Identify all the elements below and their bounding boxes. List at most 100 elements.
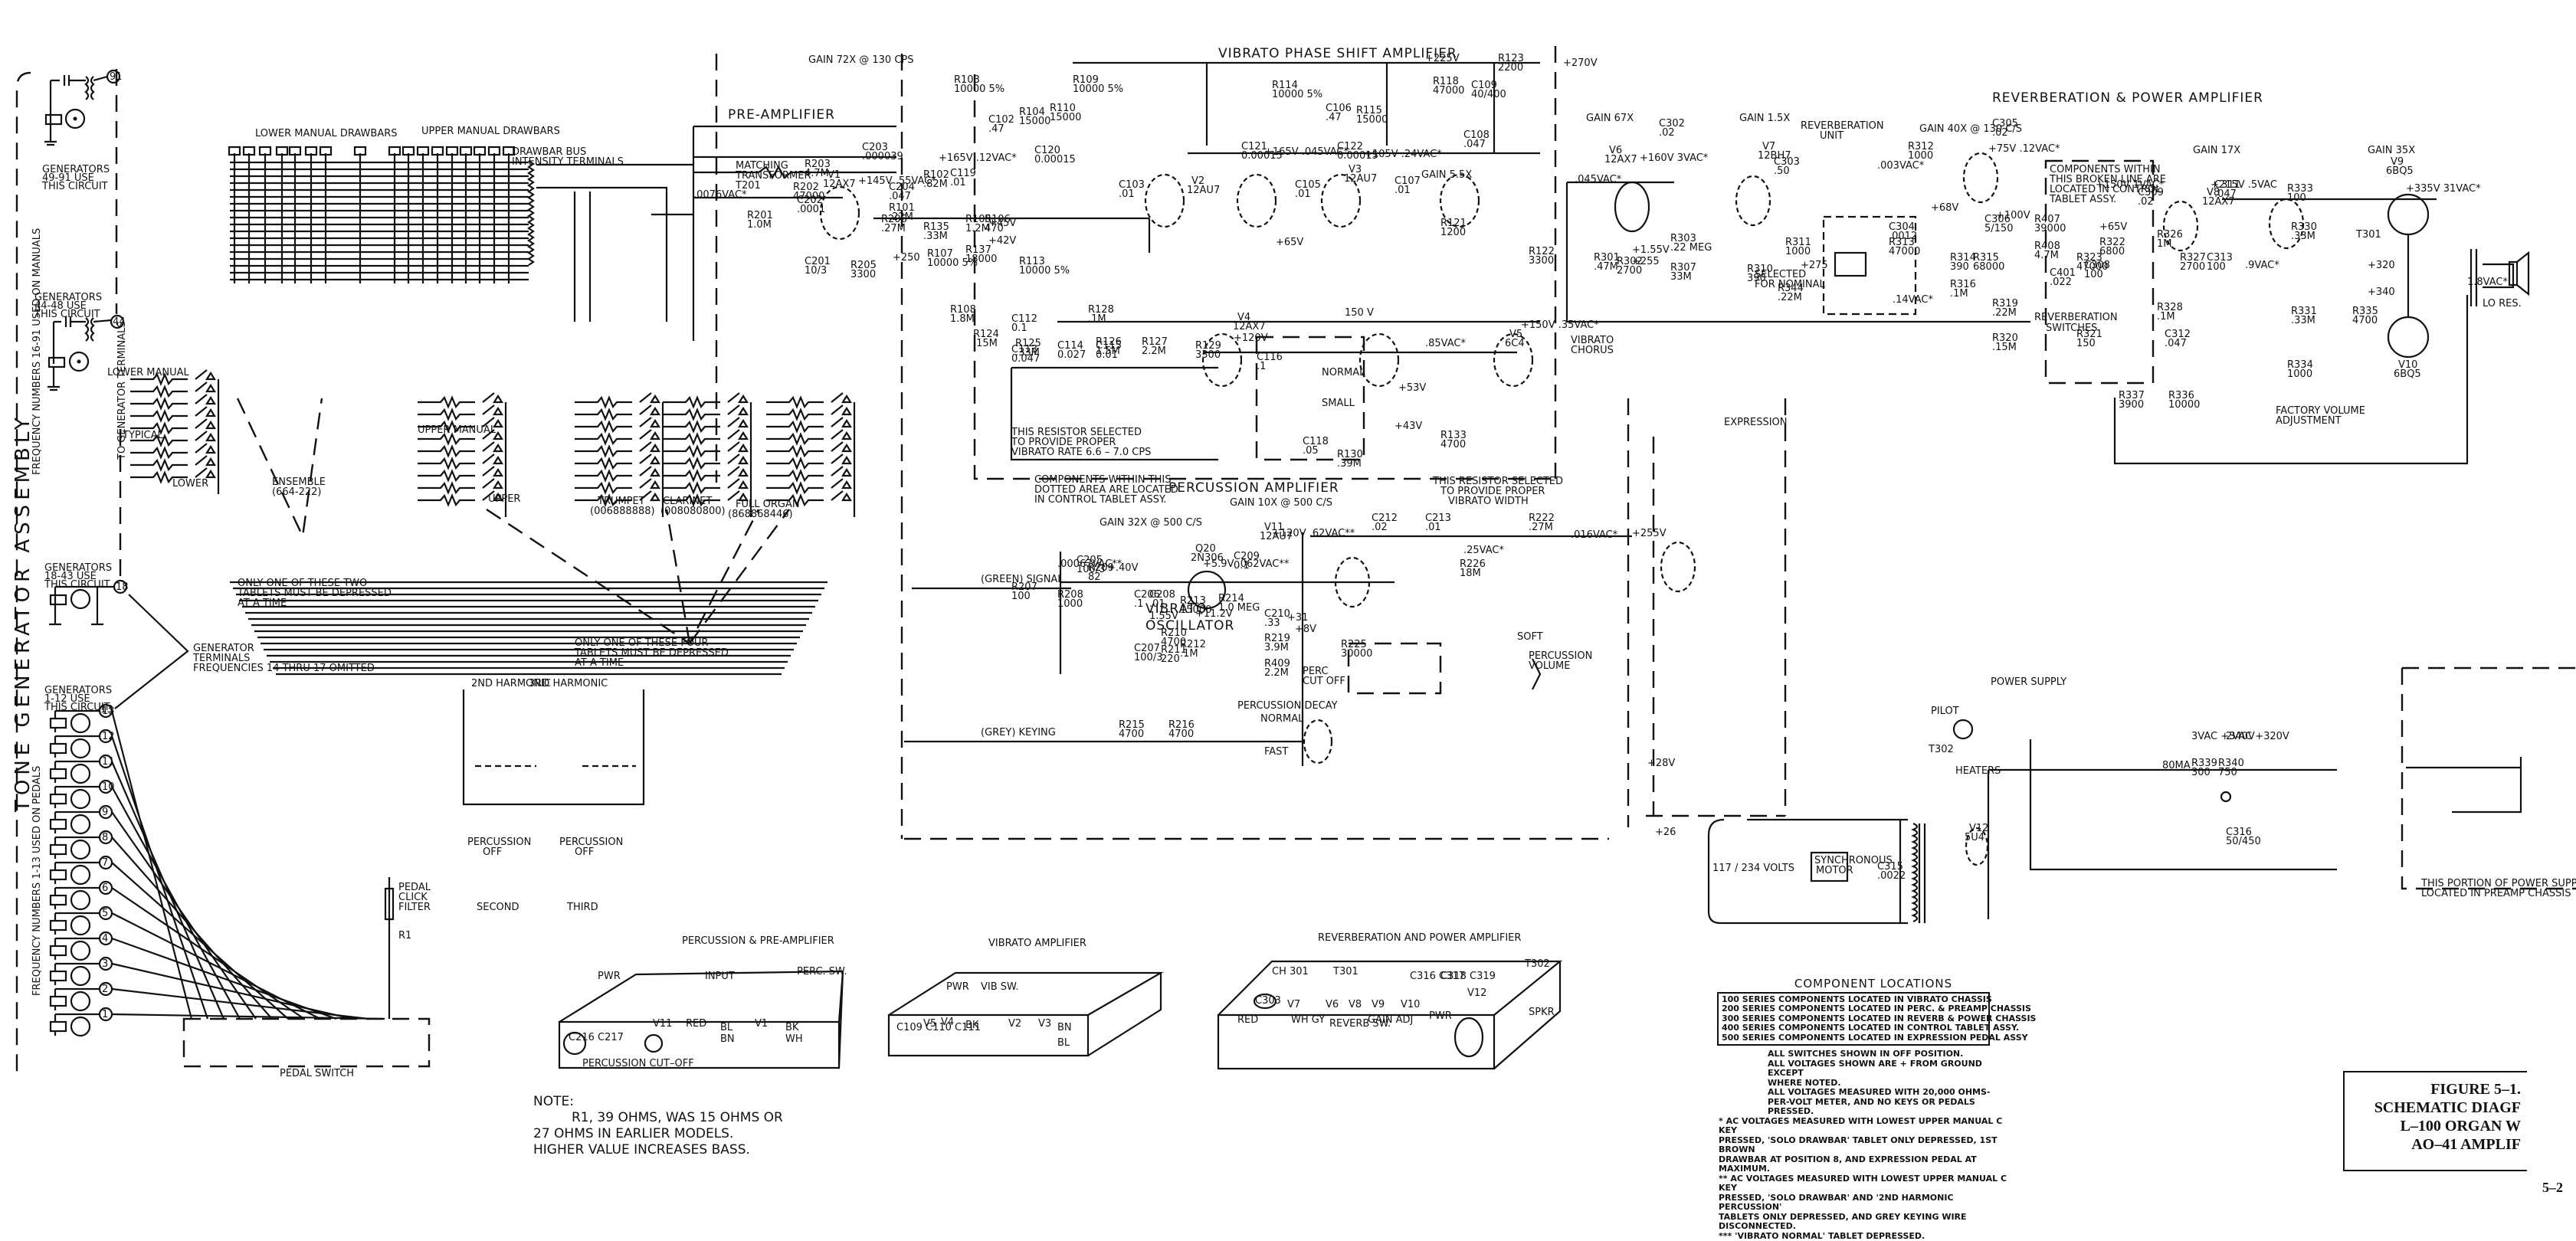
generator-circuit-label: THIS CIRCUIT: [34, 309, 100, 320]
series-table: 100 SERIES COMPONENTS LOCATED IN VIBRATO…: [1717, 992, 1990, 1046]
component-value: .047: [1463, 139, 1486, 150]
percussion-decay-normal: NORMAL: [1260, 713, 1304, 725]
pre-amplifier-title: PRE-AMPLIFIER: [728, 107, 835, 123]
chassis-part-label: PWR: [598, 971, 621, 982]
component-value: .50: [1774, 165, 1790, 177]
component-value: 15000: [1019, 116, 1050, 127]
factory-volume-label-2: ADJUSTMENT: [2276, 415, 2342, 427]
footnote: TABLETS ONLY DEPRESSED, AND GREY KEYING …: [1719, 1213, 2019, 1223]
freq-pedals-label: FREQUENCY NUMBERS 1-13 USED ON PEDALS: [31, 766, 43, 996]
component-value: .000039: [862, 151, 903, 162]
voltage-label: +5.9V .062VAC**: [1203, 558, 1290, 570]
gen-terminal-pointer: [115, 594, 188, 709]
component-value: .0001: [797, 204, 825, 215]
chassis-part-label: V6: [1326, 999, 1339, 1010]
chassis-part-label: V5: [923, 1018, 936, 1030]
component-value: 4700: [1119, 729, 1144, 740]
footnote: *** 'VIBRATO NORMAL' TABLET DEPRESSED.: [1719, 1232, 2019, 1241]
voltage-label: +145V .55VAC*: [858, 175, 936, 187]
voltage-label: +53V: [1398, 382, 1426, 394]
only-two-note-3: AT A TIME: [238, 598, 287, 609]
series-row: 200 SERIES COMPONENTS LOCATED IN PERC. &…: [1722, 1004, 1985, 1014]
chassis-part-label: RED: [686, 1018, 706, 1030]
component-value: 1.0M: [747, 219, 772, 231]
normal-vibrato-label: NORMAL: [1322, 367, 1365, 378]
chassis-part-label: BL: [720, 1022, 733, 1033]
component-value: 3300: [1195, 349, 1221, 361]
ensemble-code: (664-222): [272, 486, 321, 498]
component-value: .01: [1119, 188, 1135, 200]
perc-off-3rd-off: OFF: [575, 846, 594, 858]
width-resistor-note-3: VIBRATO WIDTH: [1448, 496, 1529, 507]
reverb-switches-label: REVERBERATION: [2034, 312, 2118, 323]
component-value: .1M: [1180, 648, 1198, 660]
gain-perc1: GAIN 32X @ 500 C/S: [1100, 517, 1202, 529]
component-value: 10000 5%: [1019, 265, 1070, 277]
vibrato-chorus-label-2: CHORUS: [1571, 345, 1614, 356]
component-value: 2.2M: [1142, 345, 1166, 357]
perc-off-2nd-off: OFF: [483, 846, 502, 858]
small-vibrato-label: SMALL: [1322, 398, 1355, 409]
footnote: PRESSED, 'SOLO DRAWBAR' TABLET ONLY DEPR…: [1719, 1136, 2019, 1155]
component-value: 100/3: [1134, 652, 1162, 663]
chassis-part-label: CH 301: [1272, 966, 1309, 977]
chassis-vibrato-amp: [889, 973, 1161, 1056]
chassis-part-label: PERCUSSION CUT–OFF: [582, 1058, 694, 1069]
chassis-part-label: V4: [941, 1017, 954, 1028]
voltage-label: +275: [1801, 260, 1828, 271]
preamp-power-box: [2402, 668, 2576, 889]
component-value: 1000: [1785, 246, 1811, 257]
component-value: .0022: [1877, 870, 1906, 882]
voltage-label: +26: [1655, 827, 1676, 838]
component-value: 3.9M: [1264, 642, 1289, 653]
voltage-label: +340: [2368, 287, 2395, 298]
voltage-label: +320: [2368, 260, 2395, 271]
chassis-part-label: V8: [1349, 999, 1362, 1010]
pedal-terminal-number: 3: [102, 958, 108, 970]
note-line: HIGHER VALUE INCREASES BASS.: [533, 1142, 783, 1158]
tube-type: 12AU7: [1187, 185, 1220, 196]
voltage-label: +150V .35VAC*: [1521, 319, 1599, 331]
pedal-terminal-number: 7: [102, 857, 108, 869]
component-value: 4700: [1168, 729, 1194, 740]
typical-key-contacts: TYPICAL: [122, 430, 164, 441]
component-value: 3300: [1529, 255, 1554, 267]
perc-off-2nd-second: SECOND: [477, 902, 519, 913]
general-note: PRESSED.: [1768, 1107, 2019, 1117]
component-value: 0.047: [1011, 353, 1040, 365]
component-value: .22M: [1992, 307, 2017, 319]
footnote: ** AC VOLTAGES MEASURED WITH LOWEST UPPE…: [1719, 1174, 2019, 1194]
page-number: 5–2: [2542, 1180, 2563, 1196]
power-note-2: LOCATED IN PREAMP CHASSIS: [2421, 888, 2571, 899]
pedal-terminal-number: 2: [102, 984, 108, 995]
lower-manual-drawbars-title: LOWER MANUAL DRAWBARS: [255, 128, 398, 139]
component-value: .0012: [1889, 231, 1917, 242]
component-value: .02: [1992, 127, 2008, 139]
voltage-label: +255: [1632, 256, 1660, 267]
gain-v7: GAIN 1.5X: [1739, 113, 1790, 124]
note-line: R1, 39 OHMS, WAS 15 OHMS OR: [533, 1110, 783, 1126]
chassis-part-label: V7: [1287, 999, 1300, 1010]
generator-circuit-label: THIS CIRCUIT: [41, 181, 108, 192]
pedal-switch-box: [184, 1019, 429, 1066]
upper-busbars-label: UPPER MANUAL: [418, 424, 497, 436]
component-value: 100: [2207, 261, 2226, 273]
component-value: 2.2M: [1264, 667, 1289, 679]
component-value: .1M: [2157, 311, 2175, 323]
voltage-label: +250: [893, 252, 920, 264]
voltage-label: .85VAC*: [1425, 338, 1466, 349]
percussion-amplifier-title: PERCUSSION AMPLIFIER: [1168, 480, 1339, 496]
pedal-generator: 12: [51, 730, 208, 1019]
supply-225v: +225V: [1425, 53, 1460, 64]
chassis-part-label: GAIN ADJ: [1368, 1014, 1413, 1026]
expression-pedal-label: EXPRESSION: [1724, 417, 1788, 428]
general-note: ALL SWITCHES SHOWN IN OFF POSITION.: [1768, 1049, 2019, 1059]
pedal-switch-label: PEDAL SWITCH: [280, 1068, 354, 1079]
voltage-label: +42V: [988, 235, 1016, 247]
reverb-circuit: [1567, 153, 2528, 463]
generator-circuit-label: THIS CIRCUIT: [44, 579, 110, 591]
pedal-click-filter-3: FILTER: [398, 902, 431, 913]
component-value: 1M: [2157, 238, 2172, 250]
component-value: .15M: [1992, 342, 2017, 353]
